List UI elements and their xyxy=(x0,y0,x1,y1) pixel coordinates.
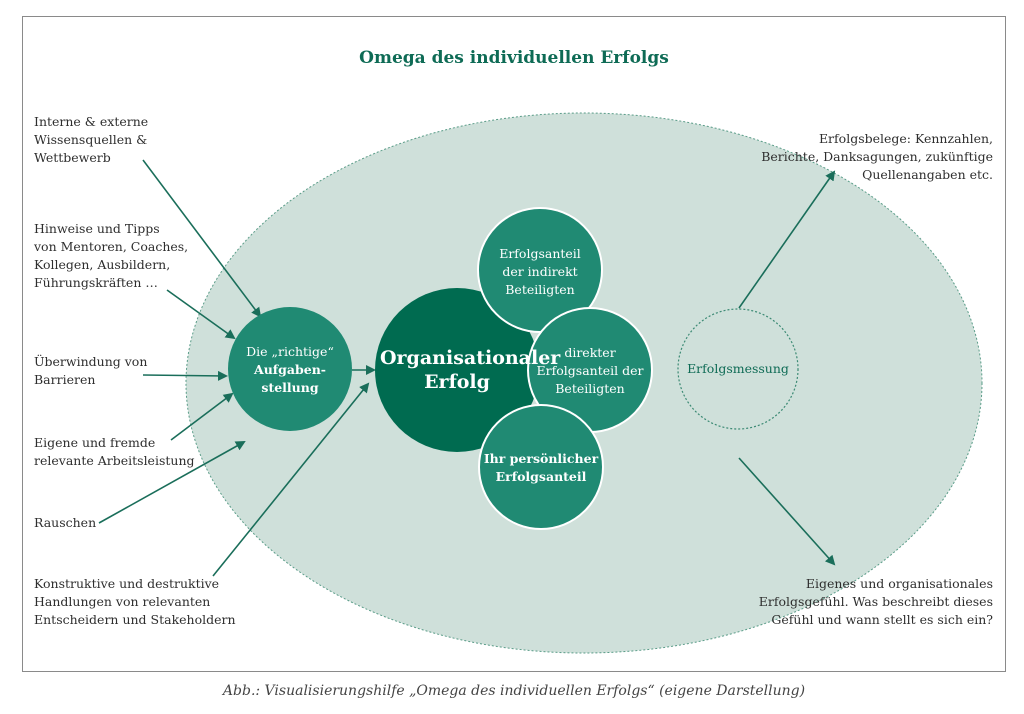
org-success-text: Organisationaler Erfolg xyxy=(380,347,561,393)
arrow-knowledge xyxy=(142,159,262,318)
label-noise: Rauschen xyxy=(34,515,97,530)
arrow-barriers xyxy=(142,370,228,381)
task-circle-text: Die „richtige“ Aufgaben- stellung xyxy=(246,344,334,395)
figure-caption: Abb.: Visualisierungshilfe „Omega des in… xyxy=(222,683,806,699)
org-success-circle xyxy=(375,288,539,452)
personal-share-circle xyxy=(478,404,604,530)
arrow-performance xyxy=(170,392,234,441)
task-circle xyxy=(228,307,352,431)
measure-circle xyxy=(677,308,799,430)
measure-text: Erfolgsmessung xyxy=(687,361,789,376)
arrow-actions xyxy=(212,382,370,577)
personal-share-text: Ihr persönlicher Erfolgsanteil xyxy=(483,451,599,484)
label-success-evidence: Erfolgsbelege: Kennzahlen,Berichte, Dank… xyxy=(761,131,993,182)
arrow-measure-bottom xyxy=(738,457,836,566)
arrow-tips xyxy=(166,289,236,340)
figure-frame xyxy=(22,16,1006,672)
diagram-title: Omega des individuellen Erfolgs xyxy=(359,48,669,68)
arrow-measure-top xyxy=(738,170,836,309)
arrow-noise xyxy=(98,441,246,524)
